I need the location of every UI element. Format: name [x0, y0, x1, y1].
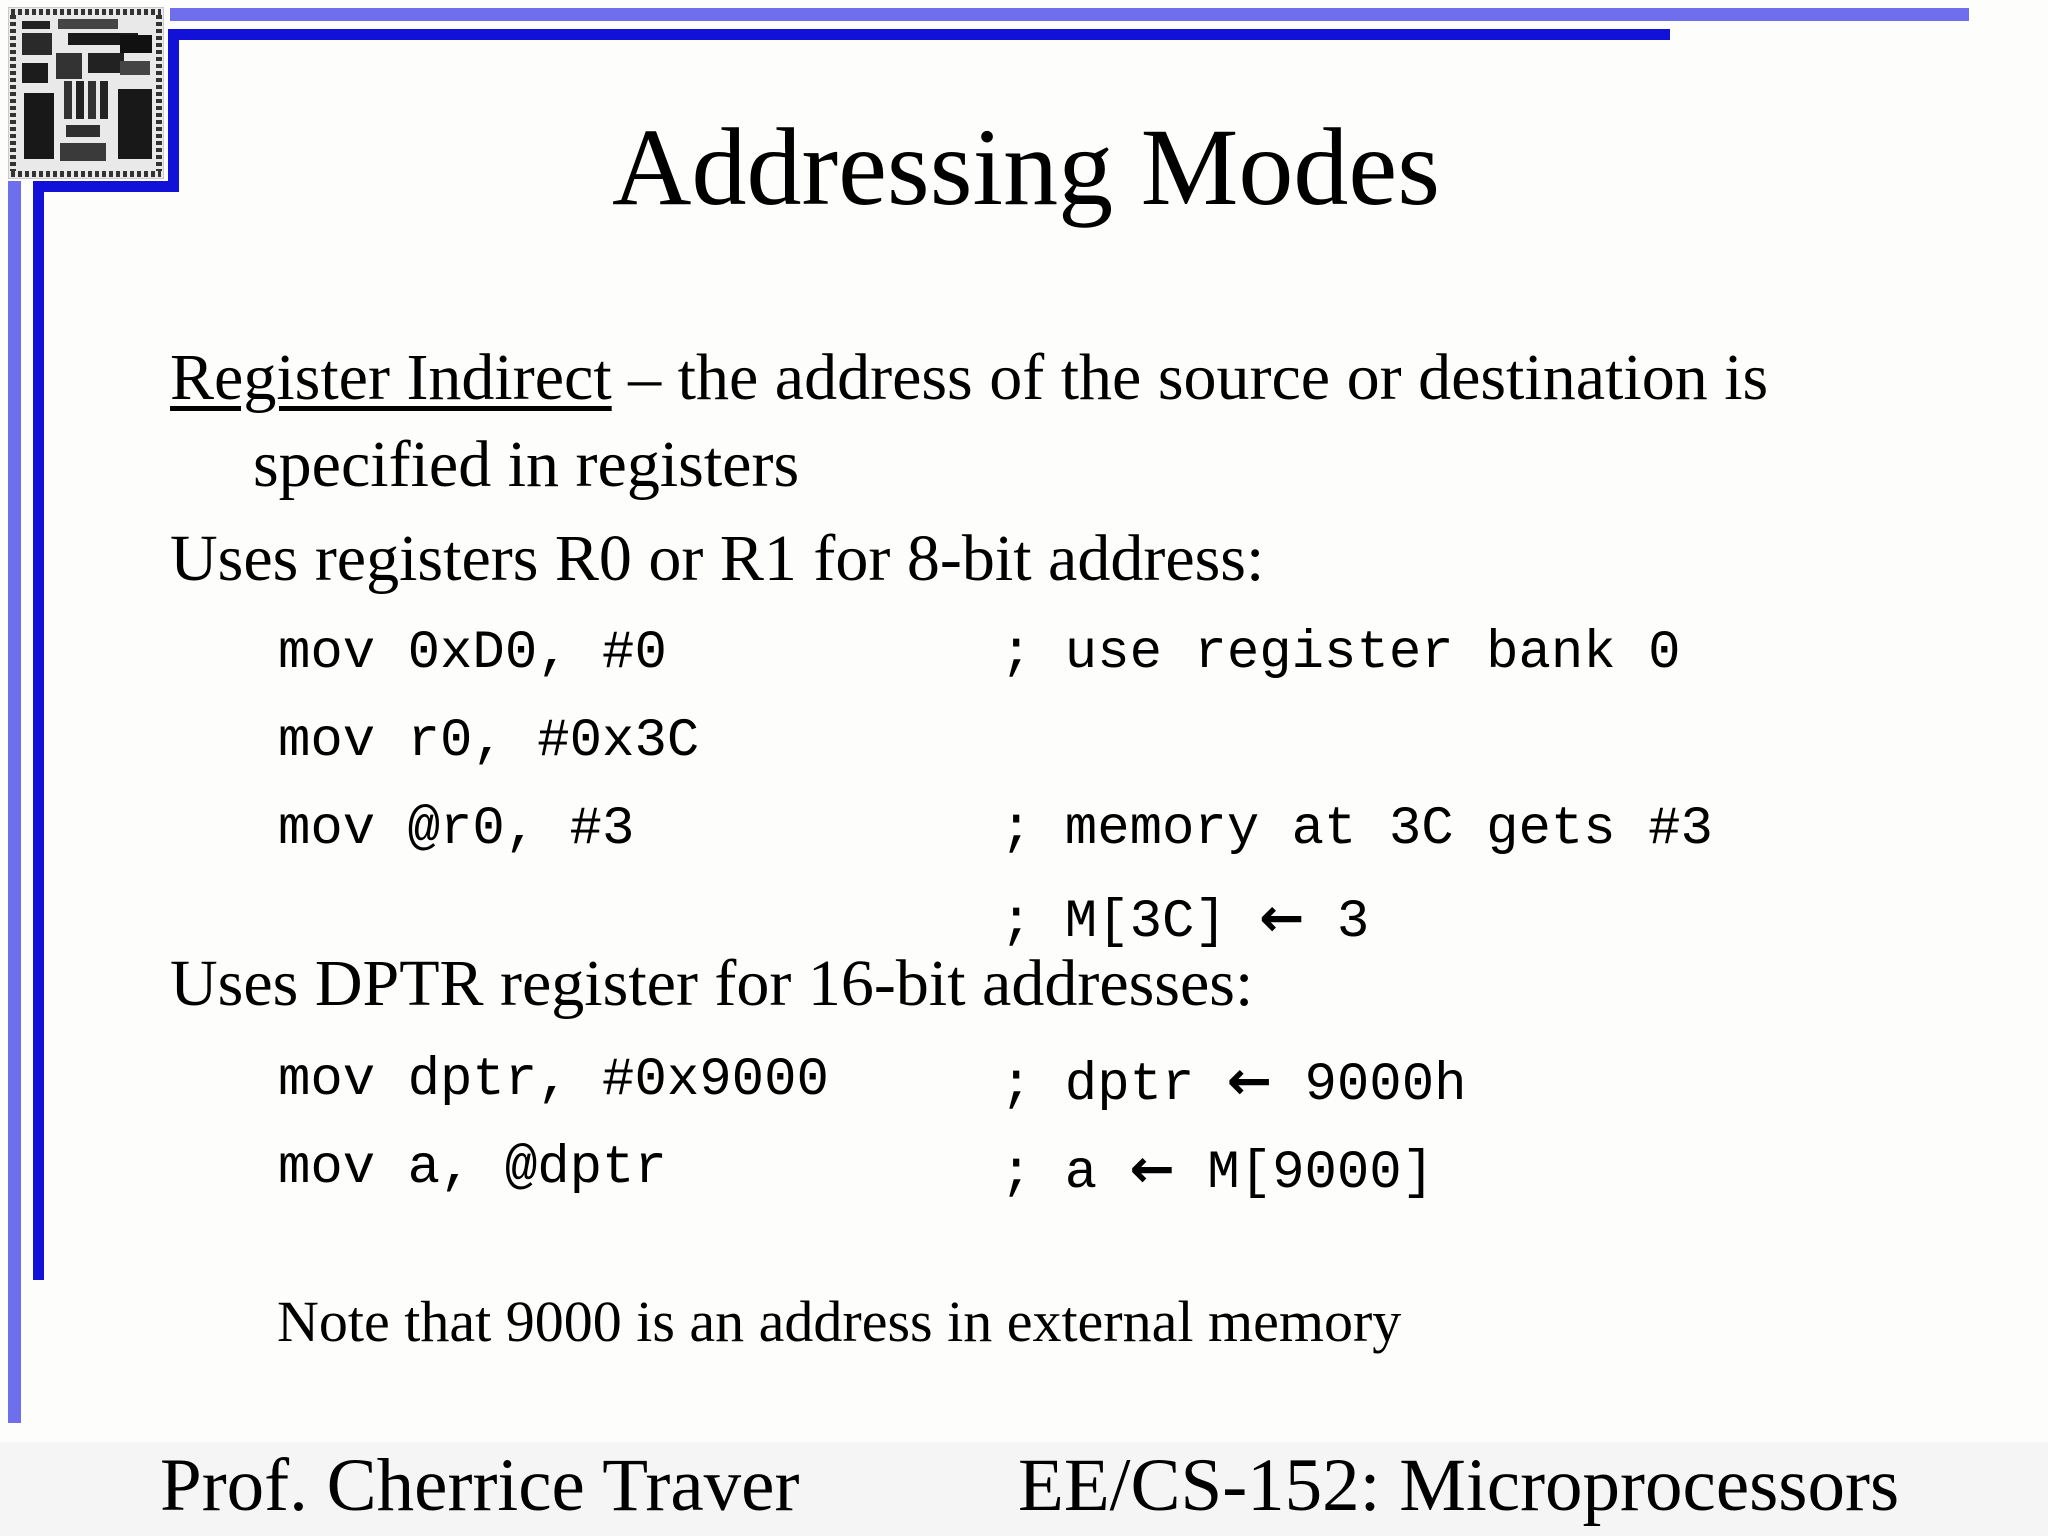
bullet-register-indirect: Register Indirect – the address of the s… — [170, 345, 1768, 411]
chip-die-image — [7, 6, 165, 180]
bullet-16bit-address: Uses DPTR register for 16-bit addresses: — [170, 947, 1254, 1020]
code-comment: ; M[3C] ← 3 — [1000, 886, 1370, 953]
footer-course: EE/CS-152: Microprocessors — [1018, 1444, 1900, 1527]
code-comment: ; memory at 3C gets #3 — [1000, 799, 1713, 860]
left-arrow-icon: ← — [1226, 1049, 1273, 1112]
code-row: mov dptr, #0x9000 ; dptr ← 9000h — [0, 1054, 2048, 1124]
code-row: mov @r0, #3 ; memory at 3C gets #3 — [0, 803, 2048, 873]
left-arrow-icon: ← — [1129, 1137, 1175, 1200]
top-light-rule — [170, 8, 1969, 21]
left-light-rule — [8, 181, 21, 1423]
bullet-8bit-address: Uses registers R0 or R1 for 8-bit addres… — [170, 522, 1265, 595]
left-arrow-icon: ← — [1259, 886, 1305, 949]
code-row: ; M[3C] ← 3 — [0, 891, 2048, 961]
dark-rule-jog — [33, 181, 179, 192]
code-comment: ; dptr ← 9000h — [1000, 1049, 1467, 1116]
code-instruction: mov 0xD0, #0 — [278, 623, 667, 684]
code-row: mov 0xD0, #0 ; use register bank 0 — [0, 627, 2048, 697]
code-instruction: mov a, @dptr — [278, 1138, 667, 1199]
slide-title: Addressing Modes — [612, 106, 1441, 228]
code-row: mov a, @dptr ; a ← M[9000] — [0, 1142, 2048, 1212]
code-comment: ; use register bank 0 — [1000, 623, 1681, 684]
footer-professor: Prof. Cherrice Traver — [160, 1444, 800, 1527]
chip-die-svg — [7, 6, 165, 180]
code-row: mov r0, #0x3C — [0, 715, 2048, 785]
code-comment: ; a ← M[9000] — [1000, 1137, 1435, 1204]
footer-band — [0, 1442, 2048, 1536]
note-external-memory: Note that 9000 is an address in external… — [277, 1289, 1402, 1354]
bullet-register-indirect-rest: – the address of the source or destinati… — [611, 341, 1769, 414]
code-instruction: mov r0, #0x3C — [278, 711, 700, 772]
top-dark-rule — [168, 29, 1670, 40]
code-instruction: mov dptr, #0x9000 — [278, 1050, 829, 1111]
bullet-register-indirect-line2: specified in registers — [253, 428, 800, 501]
dark-rule-vertical-upper — [168, 29, 179, 191]
code-instruction: mov @r0, #3 — [278, 799, 635, 860]
left-dark-rule — [33, 181, 44, 1280]
bullet-register-indirect-term: Register Indirect — [170, 341, 612, 414]
